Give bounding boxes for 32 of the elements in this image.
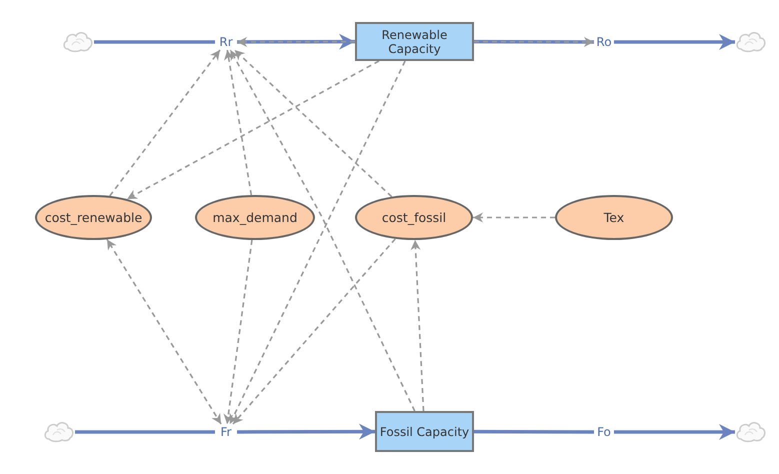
- flow-label: Rr: [215, 34, 237, 50]
- stock-box: [375, 411, 474, 452]
- link-arrow: [126, 60, 380, 200]
- link-arrow: [232, 238, 396, 425]
- flow-pipe: [614, 34, 735, 50]
- variable-name: Tex: [604, 210, 624, 225]
- stock-box: [355, 22, 474, 61]
- variable-ellipse: [195, 195, 315, 240]
- flow-label: Fo: [594, 424, 614, 440]
- flow-pipe: [474, 40, 594, 44]
- stock-name: Renewable Capacity: [380, 28, 448, 56]
- variable-name: cost_fossil: [382, 210, 446, 225]
- link-arrow: [474, 36, 594, 47]
- link-arrow: [234, 49, 392, 198]
- flow-pipe: [94, 40, 215, 44]
- link-arrow: [224, 50, 252, 196]
- flow-label: Ro: [594, 34, 614, 50]
- link-arrow: [106, 238, 222, 424]
- flow-pipe: [237, 424, 375, 440]
- link-arrow: [223, 240, 253, 424]
- stock-name: Fossil Capacity: [380, 424, 470, 438]
- link-arrow: [410, 240, 424, 412]
- link-arrow: [237, 36, 355, 47]
- link-arrow: [473, 212, 555, 222]
- flow-pipe: [474, 430, 594, 434]
- variable-name: cost_renewable: [44, 210, 142, 225]
- flow-pipe: [614, 424, 735, 440]
- flow-label: Fr: [215, 424, 237, 440]
- flow-pipe: [237, 34, 355, 50]
- variable-name: max_demand: [212, 210, 298, 225]
- flow-pipe: [75, 430, 215, 434]
- link-arrow: [109, 50, 221, 196]
